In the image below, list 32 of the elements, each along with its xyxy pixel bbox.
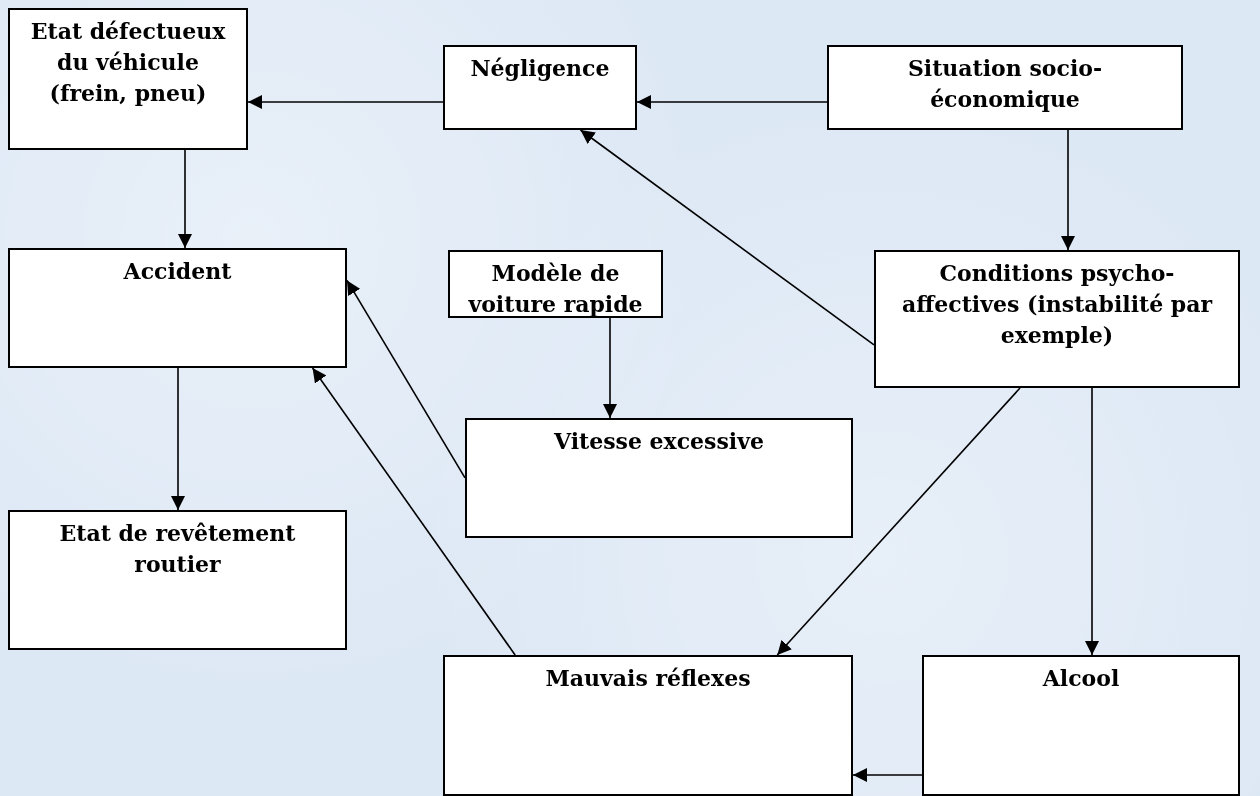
arrow <box>1061 129 1075 251</box>
box-label: Conditions psycho-affectives (instabilité par exemple) <box>900 259 1214 350</box>
process-box <box>443 45 637 130</box>
process-box <box>448 250 663 318</box>
arrow <box>1085 387 1099 656</box>
arrow <box>852 768 923 782</box>
process-box <box>465 418 853 538</box>
process-box <box>443 655 853 796</box>
arrow <box>311 367 516 656</box>
arrow <box>603 317 617 419</box>
process-box <box>874 250 1240 388</box>
box-label: Accident <box>122 257 233 286</box>
arrow <box>247 95 444 109</box>
arrow <box>636 95 828 109</box>
process-box <box>8 248 347 368</box>
arrow <box>178 149 192 249</box>
process-box <box>8 510 347 650</box>
process-box <box>922 655 1240 796</box>
box-label: Mauvais réflexes <box>544 664 752 693</box>
box-label: Négligence <box>469 54 611 83</box>
arrow <box>171 367 185 511</box>
arrow <box>776 387 1021 656</box>
box-label: Etat défectueux du véhicule (frein, pneu) <box>29 17 227 108</box>
box-label: Modèle de voiture rapide <box>467 259 644 319</box>
box-label: Vitesse excessive <box>552 427 765 456</box>
box-label: Situation socio-économique <box>906 54 1104 114</box>
box-label: Alcool <box>1041 664 1121 693</box>
process-box <box>8 8 248 150</box>
process-box <box>827 45 1183 130</box>
box-label: Etat de revêtement routier <box>58 519 297 579</box>
arrow <box>346 279 466 479</box>
arrow <box>579 129 875 346</box>
